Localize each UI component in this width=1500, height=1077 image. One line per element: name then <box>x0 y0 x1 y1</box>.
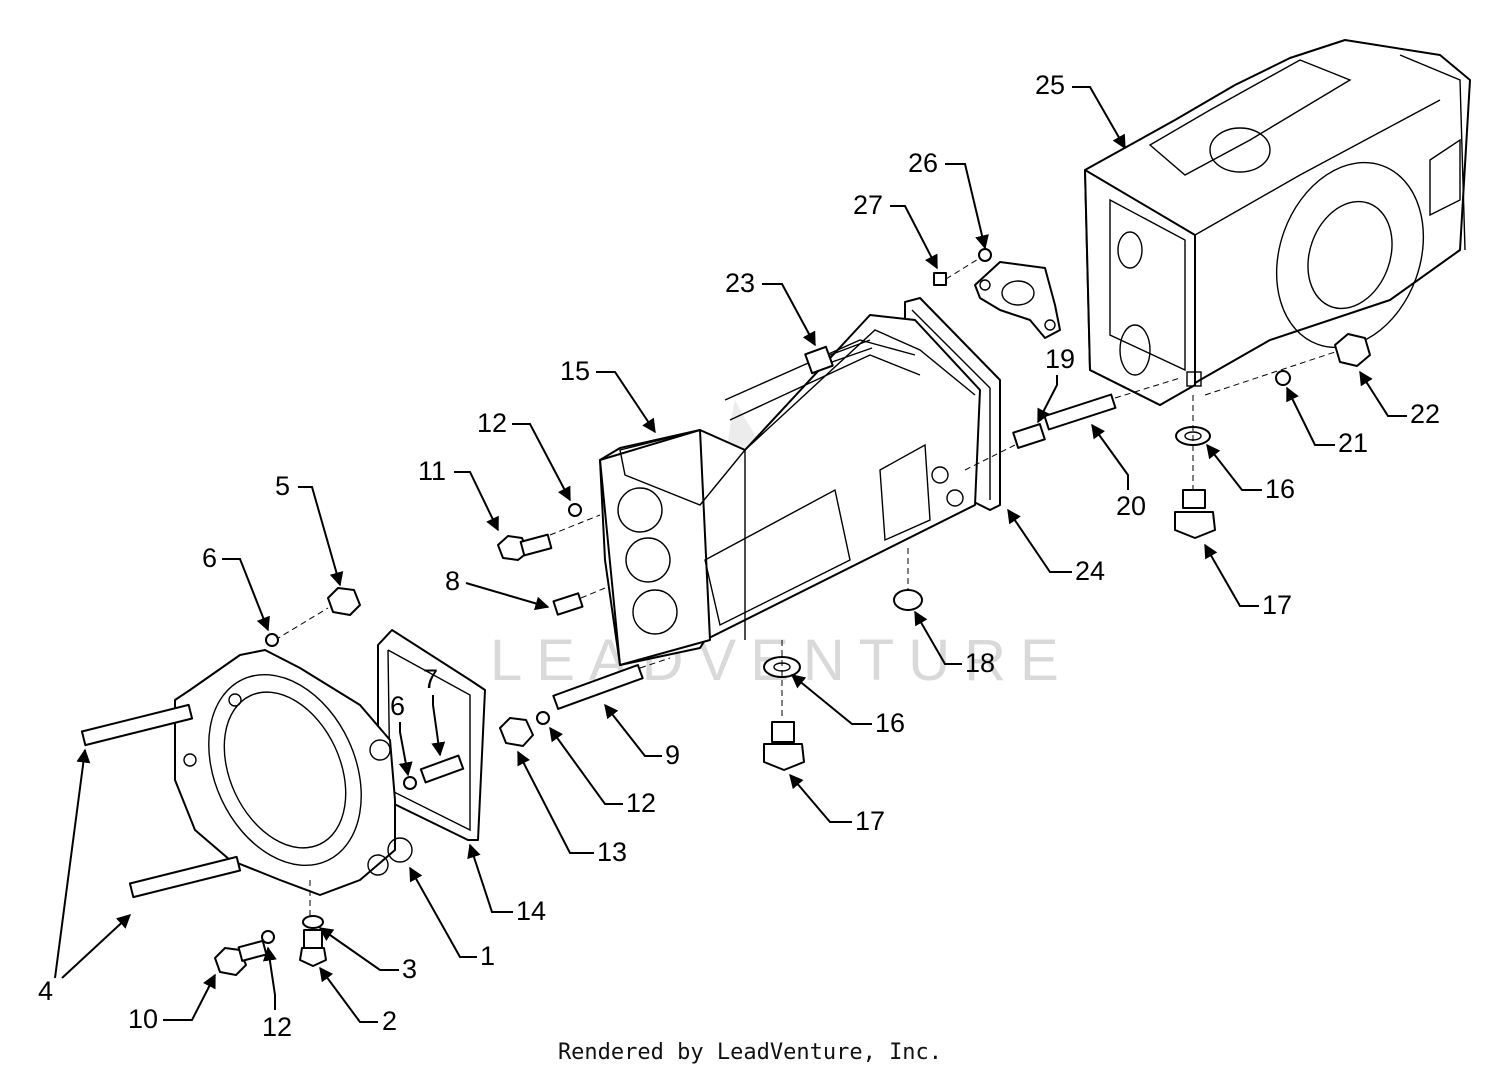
leader-6-right <box>398 722 413 777</box>
leader-14 <box>467 843 513 913</box>
part-23-stud <box>804 339 873 375</box>
leader-25 <box>1072 86 1126 150</box>
leader-17-center <box>789 773 852 823</box>
part-10-bolt <box>214 939 268 976</box>
leader-11 <box>454 471 499 532</box>
part-6-washer-right <box>403 776 417 790</box>
callout-10: 10 <box>128 1004 158 1034</box>
part-11-bolt <box>497 514 601 561</box>
part-4-stud-upper <box>80 703 194 747</box>
callout-2: 2 <box>382 1006 397 1036</box>
leader-1 <box>409 866 477 958</box>
leader-3 <box>318 927 399 971</box>
leader-26 <box>945 163 989 250</box>
part-12-washer-mid <box>536 711 550 725</box>
footer-credit: Rendered by LeadVenture, Inc. <box>557 1040 943 1065</box>
callout-22: 22 <box>1410 399 1440 429</box>
part-15-center-housing <box>599 314 981 666</box>
callout-26: 26 <box>908 148 938 178</box>
callout-12-bottom: 12 <box>262 1012 292 1042</box>
callout-4: 4 <box>38 976 53 1006</box>
leader-17-right <box>1204 543 1259 607</box>
part-4-stud-lower <box>128 855 242 899</box>
part-21-washer <box>1275 370 1291 386</box>
callout-1: 1 <box>480 941 495 971</box>
callout-17-center: 17 <box>855 806 885 836</box>
part-16-washer-center <box>763 640 801 720</box>
callout-3: 3 <box>402 954 417 984</box>
part-12-washer-top <box>568 503 582 517</box>
leader-8 <box>465 582 550 611</box>
callout-5: 5 <box>275 471 290 501</box>
leader-23 <box>762 283 816 347</box>
leader-22 <box>1359 370 1407 417</box>
callout-15: 15 <box>560 356 590 386</box>
part-22-nut <box>1204 333 1371 396</box>
callouts: 25 26 27 23 19 15 12 11 21 22 20 16 <box>38 70 1440 1042</box>
leader-13 <box>517 750 594 854</box>
leader-9 <box>604 703 662 757</box>
part-7-stud <box>419 754 465 784</box>
callout-6-right: 6 <box>390 691 405 721</box>
leader-5 <box>298 486 344 587</box>
leader-20 <box>1091 423 1129 490</box>
part-16-washer-right <box>1175 395 1211 490</box>
callout-17-right: 17 <box>1262 590 1292 620</box>
part-27-bolt <box>933 257 981 286</box>
leader-12-bottom <box>262 946 277 1010</box>
leader-2 <box>319 966 378 1023</box>
part-5-nut <box>274 587 361 641</box>
part-25-rear-housing <box>1084 39 1471 406</box>
callout-27: 27 <box>853 190 883 220</box>
callout-12-mid: 12 <box>626 788 656 818</box>
callout-14: 14 <box>516 896 546 926</box>
part-2-plug <box>299 929 327 967</box>
leader-21 <box>1286 386 1335 446</box>
part-18-plug <box>893 548 923 611</box>
callout-24: 24 <box>1075 556 1105 586</box>
callout-13: 13 <box>597 837 627 867</box>
callout-19: 19 <box>1045 344 1075 374</box>
part-9-stud <box>552 657 671 710</box>
callout-6-top: 6 <box>202 543 217 573</box>
leader-15 <box>596 371 656 434</box>
callout-20: 20 <box>1116 491 1146 521</box>
leader-12-top <box>512 423 571 502</box>
callout-7: 7 <box>423 664 438 694</box>
part-17-plug-center <box>763 721 805 771</box>
leader-16-center <box>790 674 872 725</box>
callout-18: 18 <box>965 648 995 678</box>
callout-23: 23 <box>725 268 755 298</box>
leader-6-top <box>222 558 270 632</box>
part-13-nut <box>499 717 534 747</box>
callout-9: 9 <box>665 740 680 770</box>
callout-11: 11 <box>418 456 446 486</box>
leader-24 <box>1007 508 1072 573</box>
part-6-washer-top <box>265 633 279 647</box>
part-12-washer-bottom <box>261 930 275 944</box>
part-1-bell-housing <box>174 649 413 920</box>
leader-7 <box>431 695 446 757</box>
part-26-retainer <box>974 248 1061 339</box>
leader-27 <box>890 205 938 270</box>
callout-8: 8 <box>445 566 460 596</box>
leader-10 <box>163 973 216 1021</box>
leader-4-a <box>54 748 91 979</box>
callout-25: 25 <box>1035 70 1065 100</box>
part-19-dowel <box>1012 423 1046 449</box>
callout-12-top: 12 <box>477 408 507 438</box>
leader-4-b <box>61 914 132 979</box>
leader-18 <box>914 610 962 665</box>
callout-16-right: 16 <box>1265 474 1295 504</box>
part-17-plug-right <box>1174 489 1216 539</box>
leader-12-mid <box>549 726 623 805</box>
leader-16-right <box>1206 443 1262 491</box>
part-3-washer <box>302 915 324 929</box>
callout-16-center: 16 <box>875 708 905 738</box>
callout-21: 21 <box>1338 428 1368 458</box>
leader-19 <box>1037 375 1058 424</box>
part-8-dowel <box>552 587 606 616</box>
